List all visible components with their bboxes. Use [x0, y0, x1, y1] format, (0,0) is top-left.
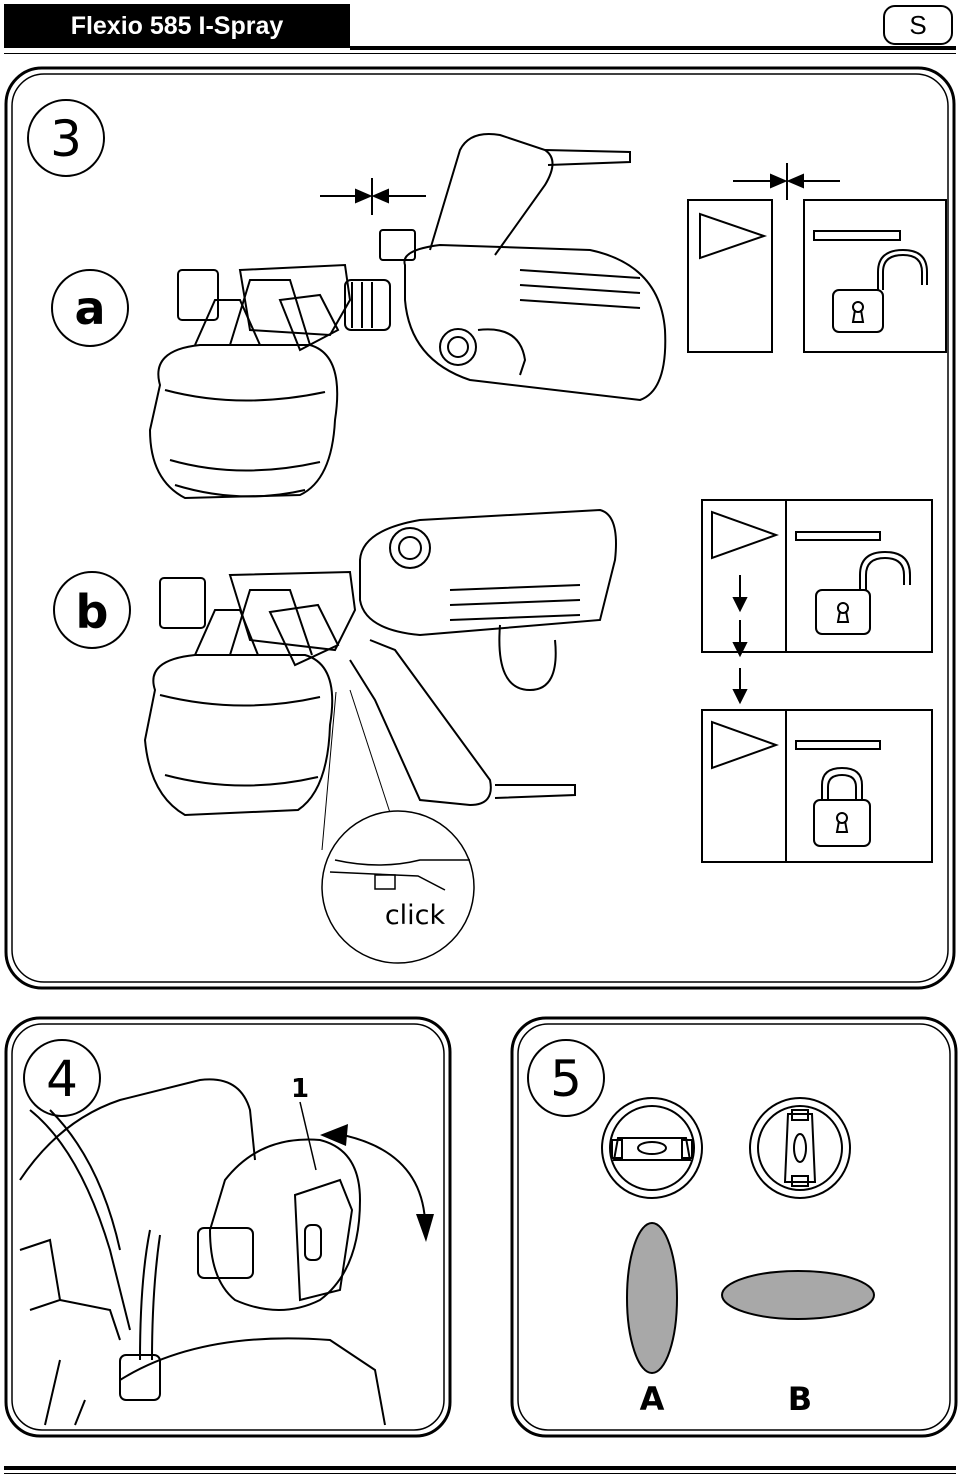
footer-rule-thin [4, 1473, 956, 1474]
lock-icon [813, 766, 871, 847]
down-arrow-icon [732, 575, 748, 705]
rotation-arrow-icon [320, 1124, 434, 1242]
footer-rule [4, 1466, 956, 1470]
step-number: 4 [46, 1050, 78, 1108]
panel-4: 4 1 [4, 1016, 452, 1438]
sub-label-a: a [74, 281, 105, 335]
step-badge-5: 5 [527, 1039, 605, 1117]
pattern-label-b: B [788, 1380, 812, 1418]
panel-3: 3 a b [4, 66, 956, 990]
language-badge: S [883, 5, 953, 45]
motor-unit-a [379, 133, 667, 402]
click-callout: click [321, 689, 475, 964]
part-leader [299, 1101, 317, 1171]
part-number: 1 [291, 1074, 309, 1104]
sub-label-b: b [76, 585, 109, 639]
gap-arrows-icon [733, 163, 840, 200]
pattern-label-a: A [640, 1380, 665, 1418]
spray-pattern-horizontal [721, 1270, 875, 1320]
click-label: click [385, 900, 446, 931]
page-title: Flexio 585 I-Spray [4, 4, 350, 48]
gap-arrows-icon [320, 178, 426, 215]
unlock-icon [832, 248, 928, 333]
header-rule [350, 46, 956, 50]
sub-badge-b: b [53, 571, 131, 649]
sprayer-assembled-b [143, 508, 617, 817]
step-badge-4: 4 [23, 1039, 101, 1117]
sprayer-attachment-a [148, 263, 391, 500]
indicator-sequence-b [701, 499, 933, 863]
step-number: 5 [550, 1050, 582, 1108]
panel-5: 5 A B [510, 1016, 958, 1438]
step-badge-3: 3 [27, 99, 105, 177]
indicator-unlocked-a [687, 199, 947, 353]
play-triangle-icon [699, 212, 768, 260]
play-triangle-icon [711, 720, 779, 770]
sub-badge-a: a [51, 269, 129, 347]
sprayer-closeup [19, 1078, 386, 1426]
play-triangle-icon [711, 510, 779, 560]
unlock-icon [815, 550, 911, 635]
spray-pattern-vertical [626, 1222, 678, 1374]
header-rule-thin [4, 53, 956, 54]
step-number: 3 [50, 110, 82, 168]
nozzle-vertical [749, 1097, 851, 1199]
nozzle-horizontal [601, 1097, 703, 1199]
